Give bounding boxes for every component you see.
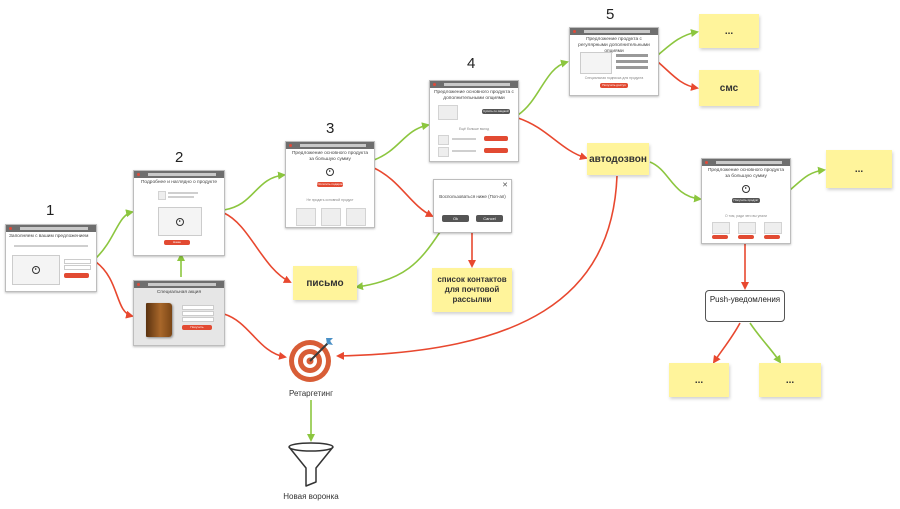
get-product-button[interactable]: Получить продукт <box>732 198 760 203</box>
offer-button[interactable]: Наше предложение <box>164 240 190 249</box>
popup-cancel-button[interactable]: Cancel <box>476 215 503 222</box>
screen-title: Предложение основного продукта за большу… <box>291 151 369 162</box>
arrow-popup-to-letter <box>355 231 441 291</box>
step-number-4: 4 <box>467 55 476 72</box>
arrow-2b-to-retarget <box>223 313 287 360</box>
arrow-push-to-dots-left <box>712 322 741 364</box>
screen-subtitle: Не продать основной продукт <box>306 198 354 202</box>
screen-step-2[interactable]: Подробнее и наглядно о продукте Наше пре… <box>133 170 225 256</box>
arrow-autodial-to-retarget <box>336 175 618 360</box>
screen-subtitle: О том, ради чего вы упали <box>725 214 767 218</box>
sticky-dots-right: ... <box>826 150 892 188</box>
pay-button[interactable]: Оплатить подарок <box>317 182 343 187</box>
arrow-push-to-dots-right <box>749 322 782 364</box>
book-icon <box>146 303 172 337</box>
screen-step-5[interactable]: Предложение продукта с регулярными допол… <box>569 27 659 96</box>
arrow-2-to-letter <box>223 212 292 283</box>
browser-bar <box>570 28 658 35</box>
step-number-5: 5 <box>606 6 615 23</box>
play-icon[interactable] <box>742 185 750 193</box>
arrow-1-to-2 <box>95 209 134 259</box>
screen-title: Специальная акция <box>156 290 202 295</box>
step-number-2: 2 <box>175 149 184 166</box>
target-icon <box>289 338 333 382</box>
push-notifications-callout: Push-уведомления <box>705 290 785 322</box>
option-button-2[interactable] <box>484 148 508 153</box>
product-image <box>580 52 612 74</box>
browser-bar <box>702 159 790 166</box>
option-button-1[interactable] <box>484 136 508 141</box>
play-icon[interactable] <box>176 218 184 226</box>
screen-title: Предложение основного продукта за большу… <box>707 168 785 179</box>
play-icon[interactable] <box>326 168 334 176</box>
screen-step-1[interactable]: Заполняем с вашим предложением <box>5 224 97 292</box>
sticky-dots-bottom-right: ... <box>759 363 821 397</box>
sticky-autodial: автодозвон <box>587 143 649 175</box>
browser-bar <box>134 281 224 288</box>
arrow-4-to-autodial <box>517 117 588 161</box>
more-benefits-label: Ещё больше выгод <box>458 127 490 131</box>
play-icon[interactable] <box>32 266 40 274</box>
sticky-sms: смс <box>699 70 759 106</box>
close-icon[interactable]: ✕ <box>502 182 508 189</box>
access-button[interactable]: Получить доступ <box>600 83 628 88</box>
popup-text: Воспользоваться ниже (Поп-ап) <box>439 194 506 199</box>
popup-window[interactable]: ✕ Воспользоваться ниже (Поп-ап) Ok Cance… <box>433 179 512 233</box>
sticky-dots-bottom-left: ... <box>669 363 729 397</box>
browser-bar <box>6 225 96 232</box>
screen-step-3[interactable]: Предложение основного продукта за большу… <box>285 141 375 228</box>
step-number-1: 1 <box>46 202 55 219</box>
browser-bar <box>134 171 224 178</box>
sticky-contacts-list: список контактов для почтовой рассылки <box>432 268 512 312</box>
submit-button[interactable] <box>64 273 89 278</box>
arrow-3-to-4 <box>373 122 430 161</box>
browser-bar <box>430 81 518 88</box>
screen-special-offer[interactable]: Специальная акция Получить <box>133 280 225 346</box>
screen-title: Предложение продукта с регулярными допол… <box>578 37 650 54</box>
browser-bar <box>286 142 374 149</box>
screen-step-4[interactable]: Предложение основного продукта с дополни… <box>429 80 519 162</box>
arrow-1-to-2b <box>95 261 134 319</box>
video-placeholder[interactable] <box>158 207 202 236</box>
video-placeholder[interactable] <box>12 255 60 285</box>
arrow-2-to-3 <box>223 171 286 211</box>
funnel-icon <box>288 442 334 487</box>
subscription-label: Специальная подписка для продукта <box>584 76 644 80</box>
arrow-5-to-dots <box>657 29 699 56</box>
screen-title: Заполняем с вашим предложением <box>9 234 89 239</box>
arrow-3-to-popup <box>373 167 434 217</box>
popup-ok-button[interactable]: Ok <box>442 215 469 222</box>
arrow-5-to-sms <box>657 61 699 91</box>
screen-upsell[interactable]: Предложение основного продукта за большу… <box>701 158 791 244</box>
screen-title: Подробнее и наглядно о продукте <box>140 180 218 185</box>
get-button[interactable]: Получить <box>182 325 212 330</box>
arrow-6-to-dots <box>789 166 826 191</box>
sticky-letter: письмо <box>293 266 357 300</box>
arrow-autodial-to-6 <box>649 161 702 203</box>
discount-button[interactable]: Купить со скидкой <box>482 109 510 114</box>
arrow-4-to-5 <box>517 59 569 116</box>
retargeting-label: Ретаргетинг <box>288 389 334 398</box>
new-funnel-label: Новая воронка <box>283 492 339 501</box>
sticky-dots-top: ... <box>699 14 759 48</box>
step-number-3: 3 <box>326 120 335 137</box>
screen-title: Предложение основного продукта с дополни… <box>434 90 514 101</box>
